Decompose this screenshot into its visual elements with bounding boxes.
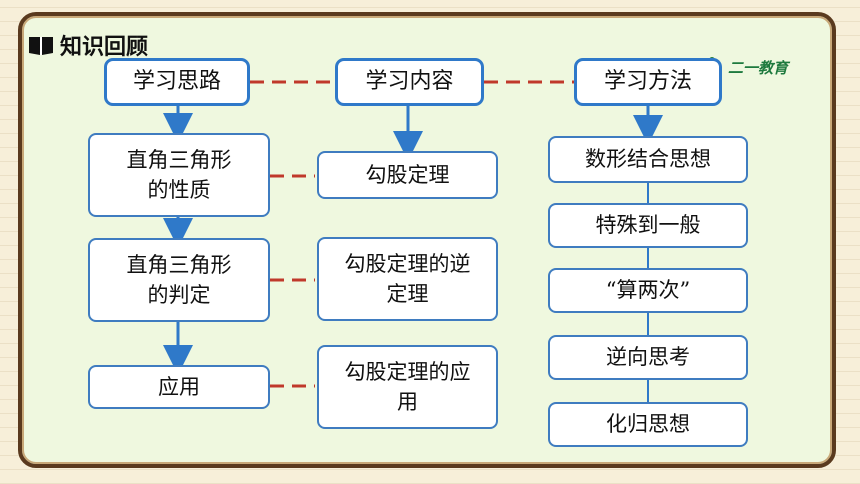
content-header-label: 学习内容: [365, 69, 454, 95]
brand-logo-text: 二一教育: [728, 58, 789, 77]
content-header: 学习内容: [335, 58, 484, 106]
thinking-item-2: 直角三角形的判定: [88, 238, 270, 322]
method-item-1: 数形结合思想: [548, 136, 748, 183]
content-item-3-label: 勾股定理的应用: [344, 359, 471, 414]
section-title: 知识回顾: [28, 30, 148, 60]
thinking-item-3: 应用: [88, 365, 270, 409]
dashed-links: [250, 80, 574, 388]
method-header-label: 学习方法: [603, 69, 692, 95]
method-item-2-label: 特殊到一般: [595, 213, 701, 238]
method-item-4-label: 逆向思考: [606, 345, 690, 370]
method-item-3: “算两次”: [548, 268, 748, 313]
content-item-1: 勾股定理: [317, 151, 498, 199]
content-item-1-label: 勾股定理: [365, 162, 450, 187]
method-item-4: 逆向思考: [548, 335, 748, 380]
method-item-3-label: “算两次”: [605, 278, 691, 303]
method-item-1-label: 数形结合思想: [585, 147, 711, 172]
thinking-header-label: 学习思路: [132, 69, 221, 95]
thinking-item-1: 直角三角形的性质: [88, 133, 270, 217]
content-item-2: 勾股定理的逆定理: [317, 237, 498, 321]
content-item-2-label: 勾股定理的逆定理: [344, 251, 471, 306]
thinking-item-1-label: 直角三角形的性质: [126, 147, 232, 202]
section-title-text: 知识回顾: [60, 35, 149, 60]
book-icon: [29, 37, 53, 55]
method-header: 学习方法: [574, 58, 722, 106]
content-item-3: 勾股定理的应用: [317, 345, 498, 429]
method-item-5-label: 化归思想: [606, 412, 690, 437]
method-item-2: 特殊到一般: [548, 203, 748, 248]
thinking-item-2-label: 直角三角形的判定: [126, 252, 232, 307]
flow-arrows: [163, 106, 663, 375]
method-item-5: 化归思想: [548, 402, 748, 447]
thinking-item-3-label: 应用: [158, 374, 200, 399]
thinking-header: 学习思路: [104, 58, 250, 106]
